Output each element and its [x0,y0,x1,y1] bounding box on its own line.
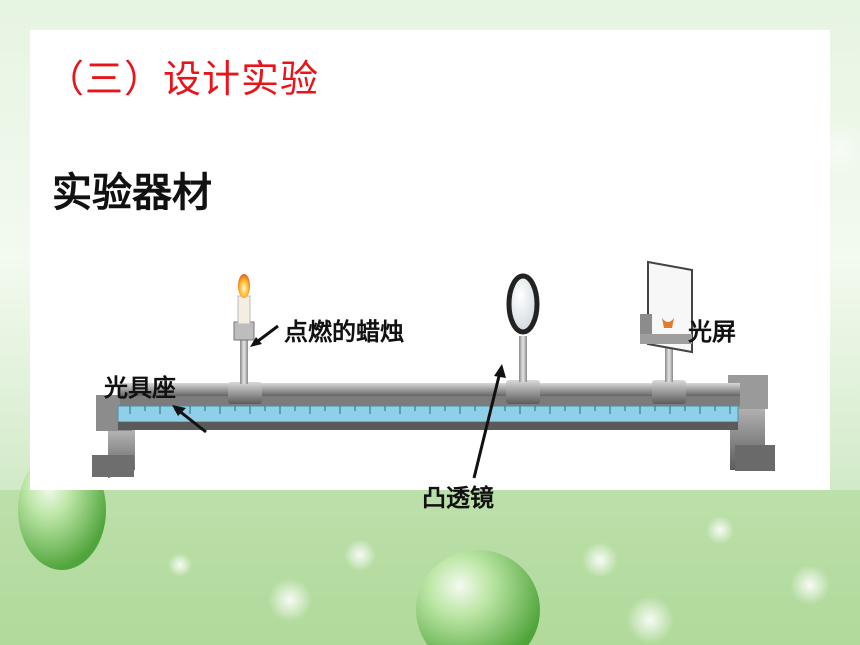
lens-arrow [472,371,502,479]
bench-arrow [177,408,207,434]
convex-lens [506,273,540,335]
candle-body [237,295,251,325]
label-candle: 点燃的蜡烛 [284,318,404,346]
candle-image-on-screen [662,318,674,328]
screen-holder [640,260,693,404]
bench-ruler [117,405,739,423]
slide-title: （三）设计实验 [46,57,320,101]
bench-rail-back [120,396,740,406]
water-drop-center [416,550,540,645]
lens-holder [506,273,540,404]
bench-rail-top [120,383,740,397]
candle-flame [238,274,250,298]
label-optical-bench: 光具座 [104,374,176,402]
candle-holder [228,274,262,404]
label-arrows [172,324,506,479]
section-heading: 实验器材 [52,170,212,216]
label-screen: 光屏 [688,318,736,346]
ruler-ticks [129,406,731,414]
label-convex-lens: 凸透镜 [422,484,494,512]
